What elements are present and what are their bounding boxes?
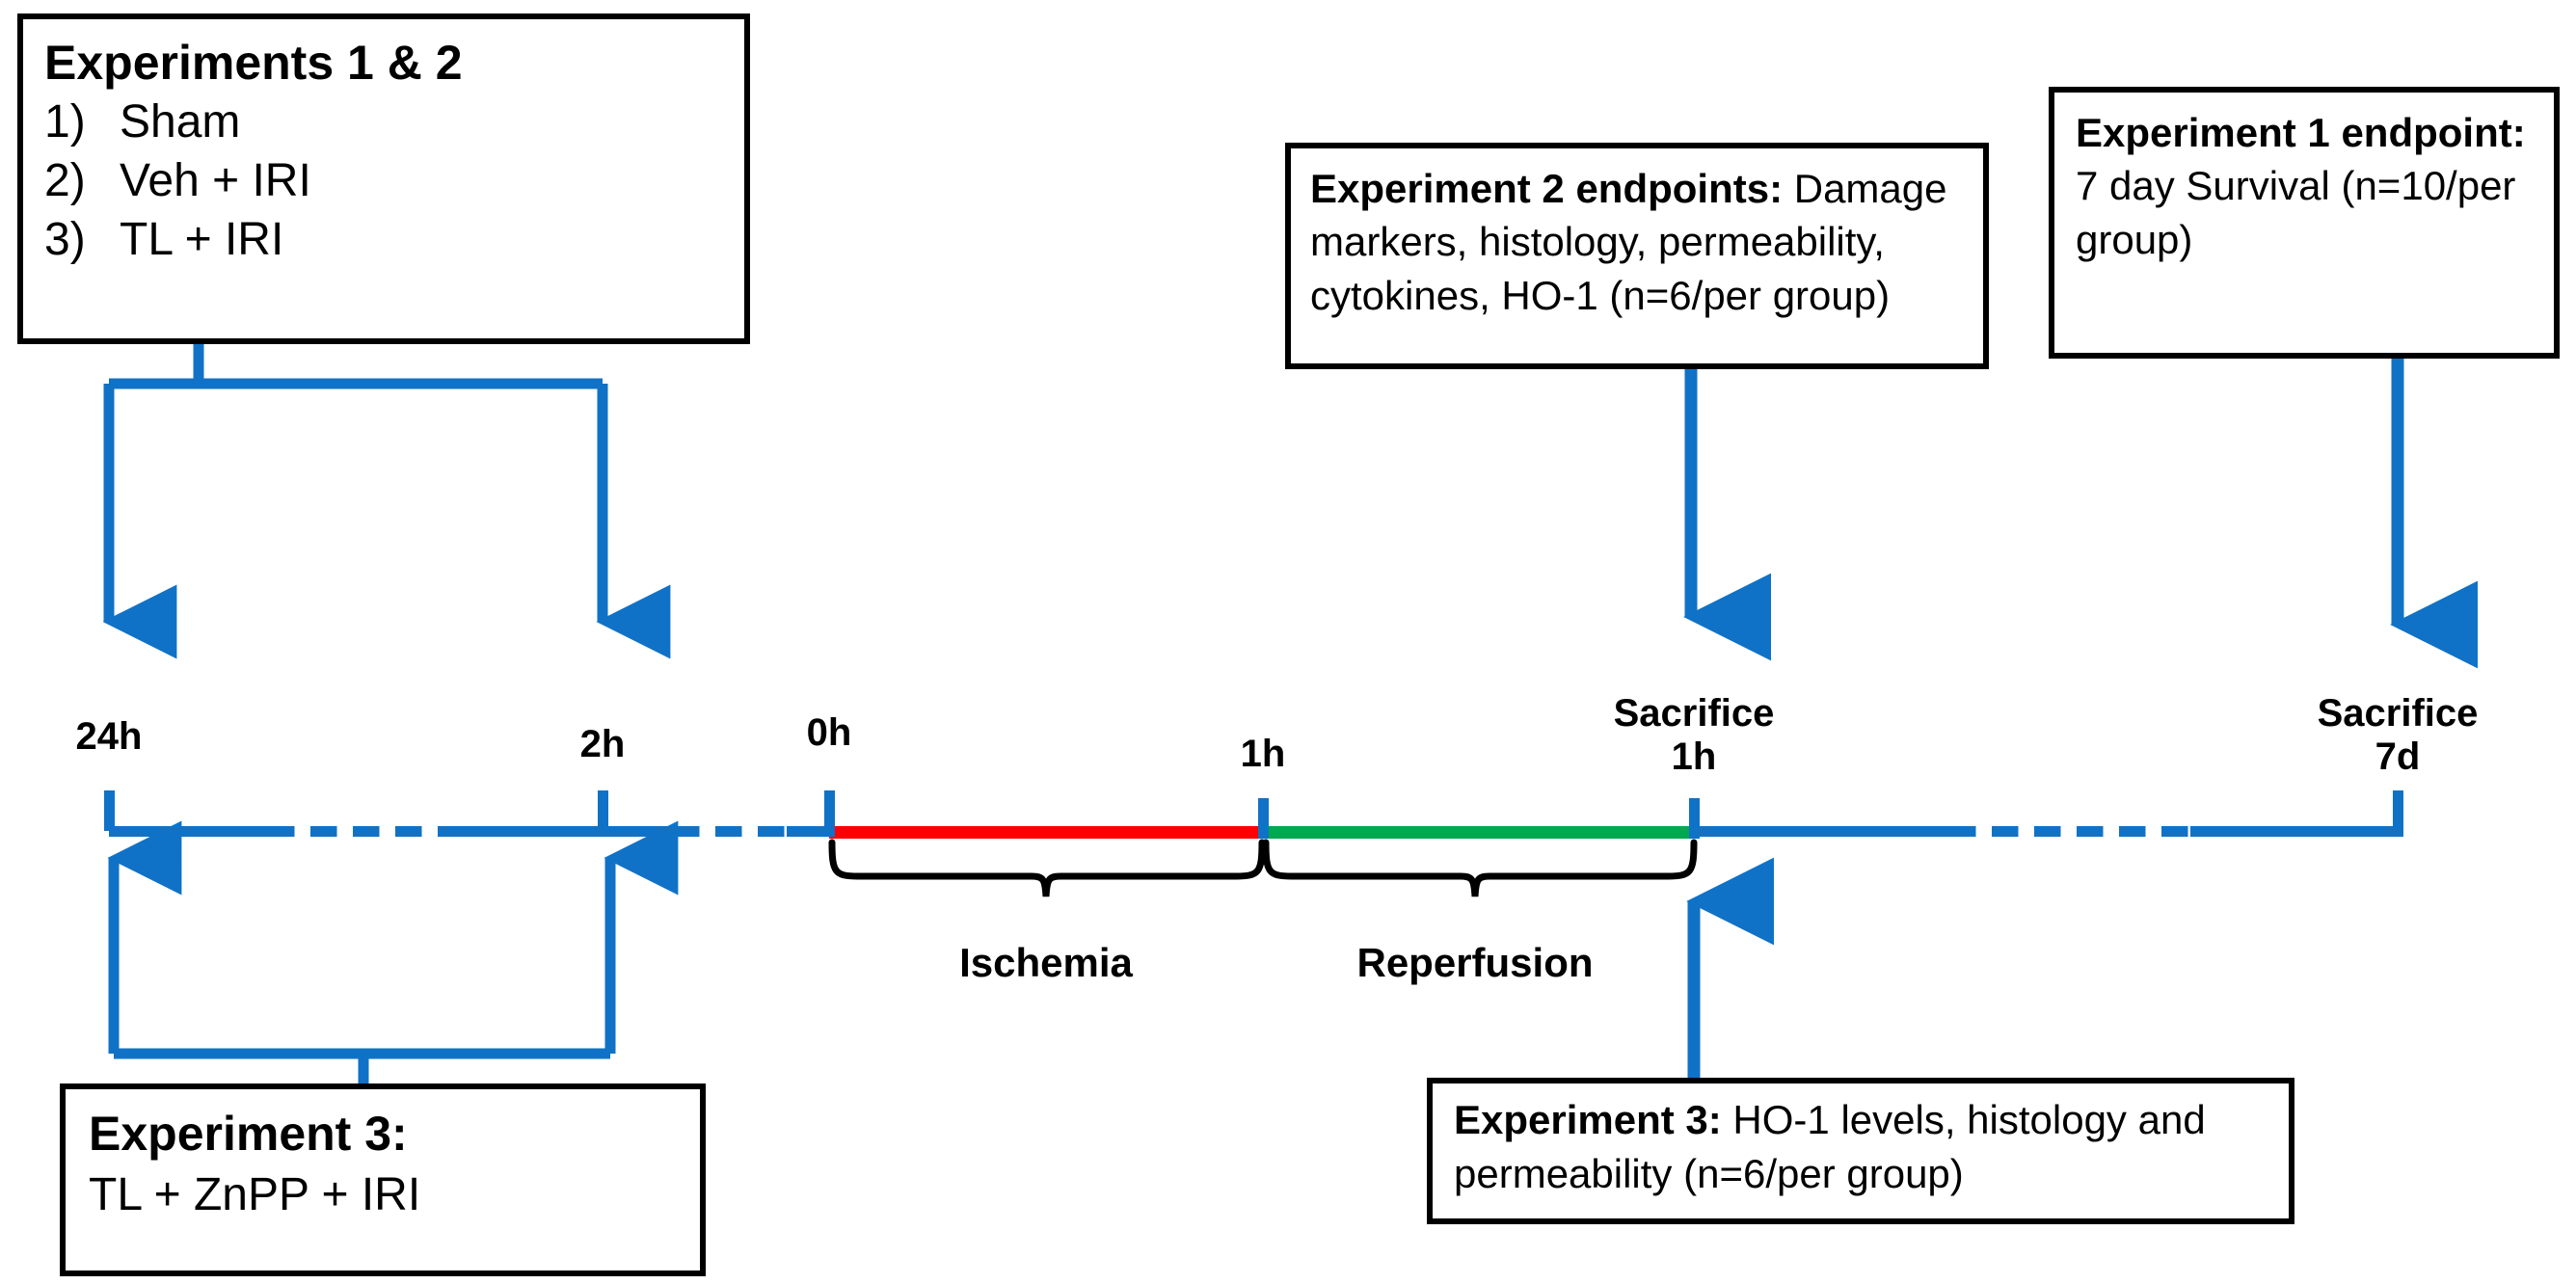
list-item: 3) TL + IRI <box>44 211 723 270</box>
wire-exp12-fork <box>102 344 671 659</box>
experiment-3-endpoints-body: HO-1 levels, histology and permeability … <box>1454 1097 2206 1197</box>
experiment-1-endpoint-text: Experiment 1 endpoint: 7 day Survival (n… <box>2076 106 2533 266</box>
timeline-segment-dashed-1 <box>268 826 456 837</box>
timeline-segment-dashed-3 <box>1949 826 2190 837</box>
brace-reperfusion <box>1262 839 1698 897</box>
experiment-3-groups-detail: TL + ZnPP + IRI <box>89 1169 421 1220</box>
experiment-2-endpoints-text: Experiment 2 endpoints: Damage markers, … <box>1310 162 1964 322</box>
tick-label-2h: 2h <box>579 723 626 765</box>
box-experiment-1-endpoint[interactable]: Experiment 1 endpoint: 7 day Survival (n… <box>2049 87 2560 359</box>
list-item-label: Sham <box>120 96 241 147</box>
list-item-label: Veh + IRI <box>120 154 311 206</box>
timeline-segment-0h-approach <box>787 826 833 837</box>
experiment-2-endpoints-body: Damage markers, histology, permeability,… <box>1310 166 1947 318</box>
list-item-label: TL + IRI <box>120 213 284 265</box>
tick-label-sacrifice-1h: Sacrifice 1h <box>1613 692 1775 778</box>
experiment-3-endpoints-lead: Experiment 3: <box>1454 1097 1722 1142</box>
timeline-segment-dashed-2 <box>673 826 787 837</box>
tick-sacrifice-1h <box>1689 798 1700 839</box>
timeline-segment-reperfusion <box>1263 826 1696 839</box>
tick-0h <box>824 790 835 837</box>
experiment-1-endpoint-lead: Experiment 1 endpoint: <box>2076 110 2526 155</box>
tick-label-24h: 24h <box>75 715 143 758</box>
timeline-segment-end <box>2190 826 2402 837</box>
phase-label-reperfusion: Reperfusion <box>1356 940 1594 985</box>
tick-2h <box>598 790 608 831</box>
brace-ischemia <box>828 839 1266 897</box>
tick-24h <box>104 790 115 831</box>
phase-label-ischemia: Ischemia <box>959 940 1133 985</box>
tick-label-0h: 0h <box>806 711 852 754</box>
tick-label-1h: 1h <box>1240 733 1286 775</box>
box-experiment-3-endpoints[interactable]: Experiment 3: HO-1 levels, histology and… <box>1427 1078 2294 1224</box>
timeline-segment-post-sac <box>1694 826 1949 837</box>
tick-label-sacrifice-7d: Sacrifice 7d <box>2317 692 2479 778</box>
experiments-1-2-list: 1) Sham 2) Veh + IRI 3) TL + IRI <box>44 94 723 270</box>
tick-1h <box>1258 798 1269 839</box>
wire-exp3-left-fork <box>107 820 679 1083</box>
experiment-1-endpoint-body: 7 day Survival (n=10/per group) <box>2076 163 2516 262</box>
list-item: 1) Sham <box>44 94 723 152</box>
box-experiments-1-2[interactable]: Experiments 1 & 2 1) Sham 2) Veh + IRI 3… <box>17 13 750 344</box>
timeline-segment-start <box>109 826 268 837</box>
timeline-segment-ischemia <box>829 826 1265 839</box>
experiment-2-endpoints-lead: Experiment 2 endpoints: <box>1310 166 1784 211</box>
experiment-3-endpoints-text: Experiment 3: HO-1 levels, histology and… <box>1454 1093 2267 1202</box>
list-item-number: 2) <box>44 154 86 206</box>
box-experiments-1-2-title: Experiments 1 & 2 <box>44 36 463 90</box>
experiment-3-groups-title: Experiment 3: <box>89 1107 408 1161</box>
tick-sacrifice-7d <box>2393 790 2403 837</box>
timeline-segment-2h-approach <box>456 826 673 837</box>
list-item: 2) Veh + IRI <box>44 152 723 211</box>
list-item-number: 1) <box>44 96 86 147</box>
box-experiment-3-groups[interactable]: Experiment 3: TL + ZnPP + IRI <box>60 1083 706 1276</box>
list-item-number: 3) <box>44 213 86 265</box>
box-experiment-2-endpoints[interactable]: Experiment 2 endpoints: Damage markers, … <box>1285 143 1989 369</box>
